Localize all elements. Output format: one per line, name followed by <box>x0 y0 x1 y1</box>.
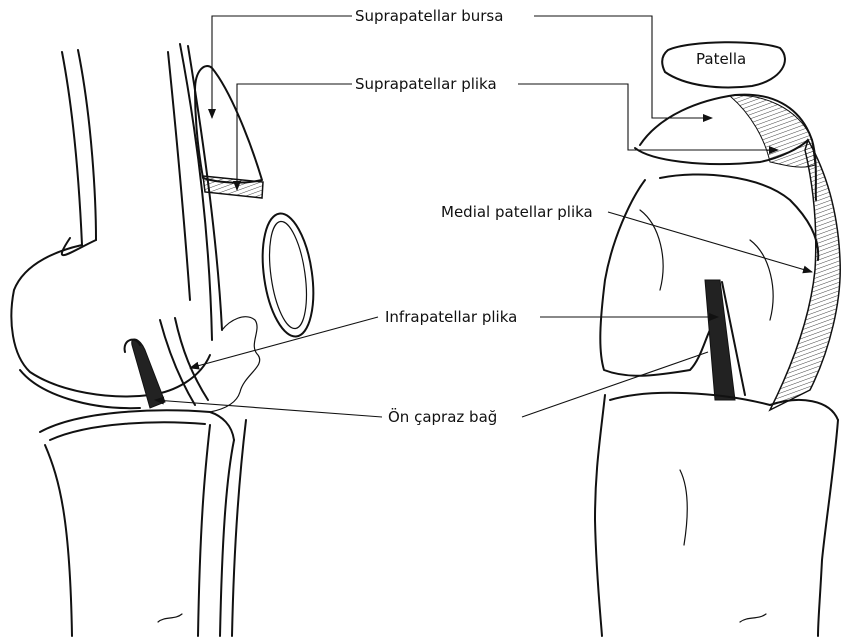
label-infrapatellar-plika: Infrapatellar plika <box>382 308 520 326</box>
label-on-capraz-bag: Ön çapraz bağ <box>385 408 500 426</box>
anterior-knee-drawing <box>595 42 840 636</box>
label-suprapatellar-plika: Suprapatellar plika <box>352 75 500 93</box>
label-medial-patellar-plika: Medial patellar plika <box>438 203 596 221</box>
lateral-knee-drawing <box>11 44 320 636</box>
label-suprapatellar-bursa: Suprapatellar bursa <box>352 7 506 25</box>
label-patella: Patella <box>693 50 749 68</box>
